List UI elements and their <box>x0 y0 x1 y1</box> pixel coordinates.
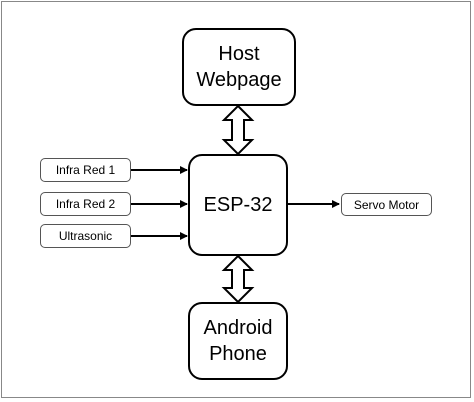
esp-android-double-arrow <box>221 254 255 304</box>
infrared1-label: Infra Red 1 <box>55 163 116 177</box>
infrared1-box: Infra Red 1 <box>40 158 131 182</box>
ultrasonic-box: Ultrasonic <box>40 224 131 248</box>
host-webpage-box: Host Webpage <box>182 28 296 106</box>
infrared2-box: Infra Red 2 <box>40 192 131 216</box>
servo-motor-box: Servo Motor <box>341 193 432 216</box>
esp32-box: ESP-32 <box>188 154 288 256</box>
android-phone-label: Android Phone <box>203 317 273 365</box>
servo-motor-label: Servo Motor <box>353 197 420 212</box>
android-phone-box: Android Phone <box>188 302 288 380</box>
ultrasonic-label: Ultrasonic <box>58 229 113 243</box>
diagram-frame <box>1 1 471 398</box>
host-webpage-label: Host Webpage <box>196 43 282 91</box>
esp32-label: ESP-32 <box>203 194 273 216</box>
host-esp-double-arrow <box>221 104 255 156</box>
infrared2-label: Infra Red 2 <box>55 197 116 211</box>
